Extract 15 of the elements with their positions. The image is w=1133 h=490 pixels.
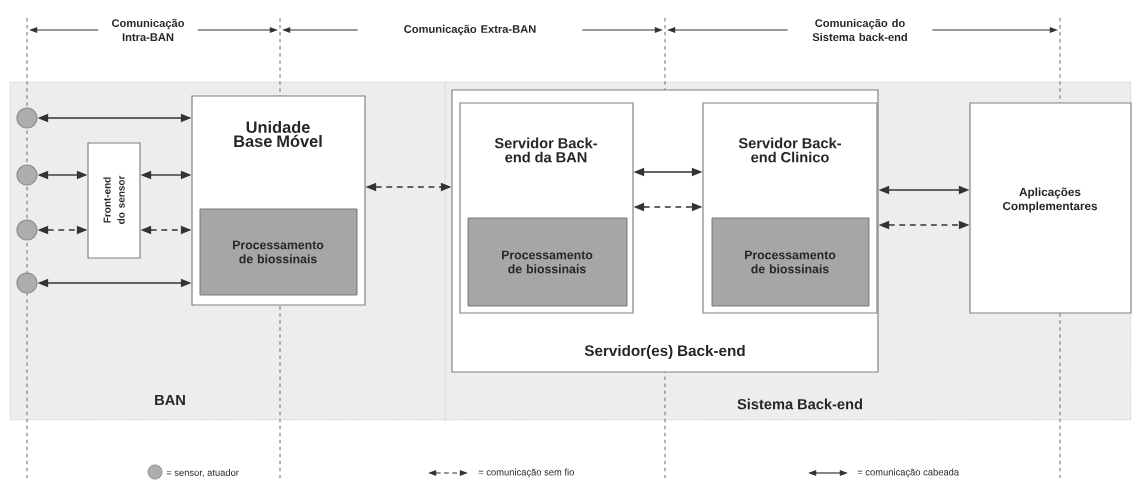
processing-box: Processamento de biossinais bbox=[711, 217, 870, 307]
dimension-label: Comunicação do Sistema back-end bbox=[787, 16, 933, 44]
legend-label: = sensor, atuador bbox=[166, 469, 239, 477]
processing-box: Processamento de biossinais bbox=[467, 217, 628, 307]
dimension-label: Comunicação Intra-BAN bbox=[98, 16, 198, 44]
sensor-circle bbox=[16, 272, 38, 294]
application-box: Aplicações Complementares bbox=[969, 102, 1132, 314]
sensor-circle bbox=[16, 164, 38, 186]
processing-box: Processamento de biossinais bbox=[199, 208, 358, 296]
front-end-box: Front-end do sensor bbox=[87, 142, 141, 259]
legend-label: = comunicação sem fio bbox=[478, 468, 574, 478]
sensor-circle bbox=[16, 219, 38, 241]
dimension-label: Comunicação Extra-BAN bbox=[357, 22, 583, 38]
legend-label: = comunicação cabeada bbox=[857, 468, 960, 478]
sensor-circle bbox=[16, 107, 38, 129]
